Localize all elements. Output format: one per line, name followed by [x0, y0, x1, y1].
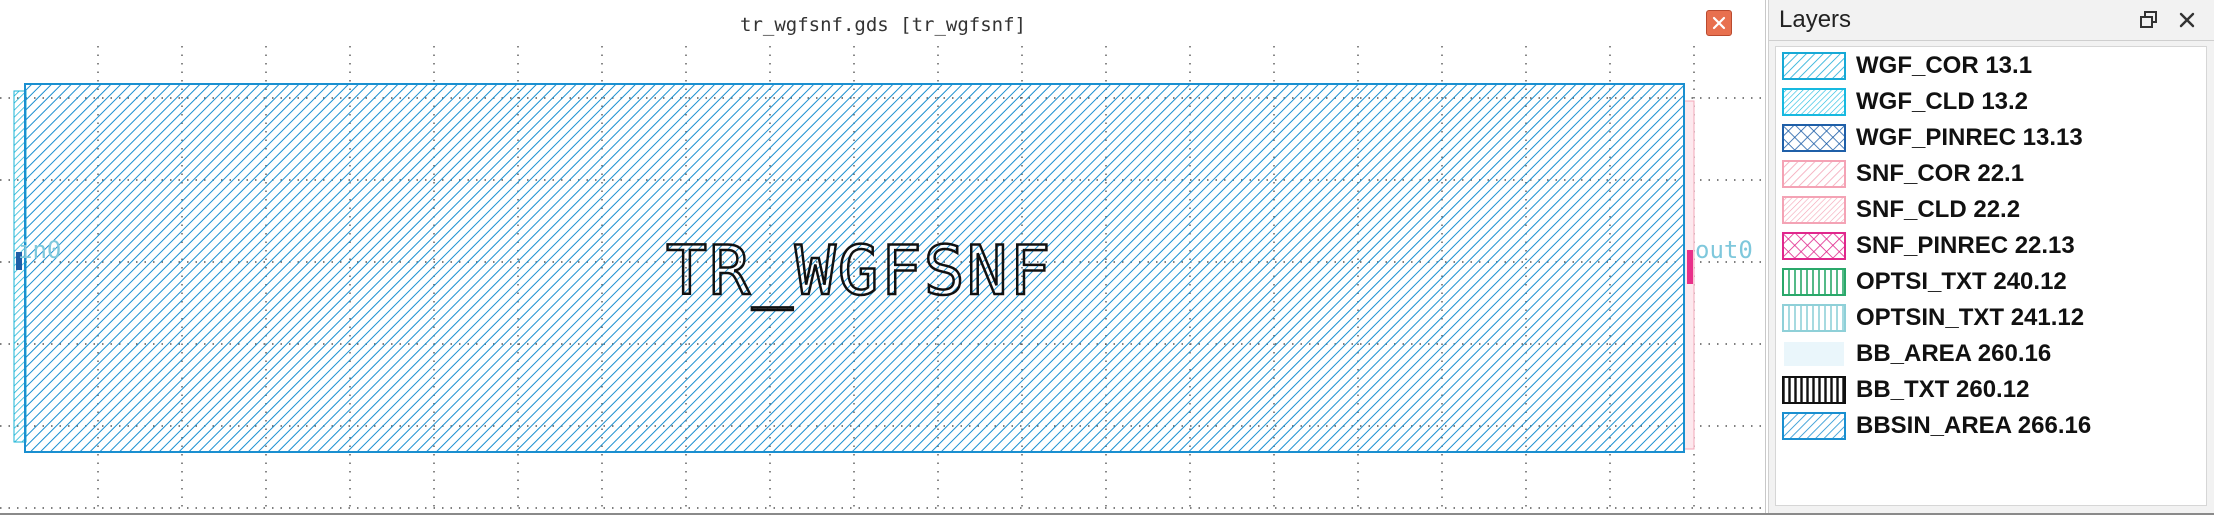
- layer-swatch: [1782, 412, 1846, 440]
- layer-item[interactable]: WGF_PINREC 13.13: [1776, 121, 2204, 155]
- layer-item[interactable]: OPTSIN_TXT 241.12: [1776, 301, 2204, 335]
- layers-title: Layers: [1779, 6, 1852, 33]
- layout-viewer[interactable]: tr_wgfsnf.gds [tr_wgfsnf]: [0, 0, 1766, 515]
- layer-label: OPTSI_TXT 240.12: [1856, 268, 2067, 295]
- layers-header: Layers: [1769, 0, 2214, 41]
- port-out-label: out0: [1695, 236, 1753, 264]
- port-in-label: in0: [18, 236, 61, 264]
- layer-label: OPTSIN_TXT 241.12: [1856, 304, 2085, 331]
- layout-canvas[interactable]: in0 out0 TR_WGFSNF: [0, 46, 1766, 513]
- layer-label: SNF_PINREC 22.13: [1856, 232, 2075, 259]
- bbsin-area[interactable]: [24, 83, 1685, 453]
- layer-swatch: [1782, 196, 1846, 224]
- layer-label: WGF_PINREC 13.13: [1856, 124, 2083, 151]
- layer-item[interactable]: WGF_CLD 13.2: [1776, 85, 2204, 119]
- cell-name-label: TR_WGFSNF: [666, 232, 1052, 311]
- layer-item[interactable]: WGF_COR 13.1: [1776, 49, 2204, 83]
- pin-out[interactable]: [1687, 250, 1693, 284]
- layer-label: WGF_COR 13.1: [1856, 52, 2033, 79]
- close-view-button[interactable]: [1706, 10, 1732, 36]
- status-divider: [0, 513, 2214, 515]
- layer-label: BBSIN_AREA 266.16: [1856, 412, 2092, 439]
- layer-label: SNF_CLD 22.2: [1856, 196, 2021, 223]
- window-title: tr_wgfsnf.gds [tr_wgfsnf]: [740, 14, 1026, 36]
- float-window-icon[interactable]: [2137, 8, 2161, 32]
- layer-label: WGF_CLD 13.2: [1856, 88, 2029, 115]
- layer-label: SNF_COR 22.1: [1856, 160, 2025, 187]
- layer-swatch: [1782, 88, 1846, 116]
- pin-in[interactable]: [16, 252, 22, 270]
- layer-swatch: [1782, 124, 1846, 152]
- close-icon[interactable]: [2175, 8, 2199, 32]
- layer-item[interactable]: BBSIN_AREA 266.16: [1776, 409, 2204, 443]
- layer-swatch: [1782, 340, 1846, 368]
- layer-item[interactable]: BB_AREA 260.16: [1776, 337, 2204, 371]
- layer-item[interactable]: SNF_COR 22.1: [1776, 157, 2204, 191]
- layer-item[interactable]: SNF_PINREC 22.13: [1776, 229, 2204, 263]
- layer-swatch: [1782, 160, 1846, 188]
- layer-swatch: [1782, 268, 1846, 296]
- layer-item[interactable]: BB_TXT 260.12: [1776, 373, 2204, 407]
- layer-swatch: [1782, 232, 1846, 260]
- layer-swatch: [1782, 304, 1846, 332]
- layer-item[interactable]: SNF_CLD 22.2: [1776, 193, 2204, 227]
- layer-label: BB_AREA 260.16: [1856, 340, 2052, 367]
- layer-swatch: [1782, 376, 1846, 404]
- layer-label: BB_TXT 260.12: [1856, 376, 2030, 403]
- layer-item[interactable]: OPTSI_TXT 240.12: [1776, 265, 2204, 299]
- close-icon: [1712, 16, 1726, 30]
- layer-swatch: [1782, 52, 1846, 80]
